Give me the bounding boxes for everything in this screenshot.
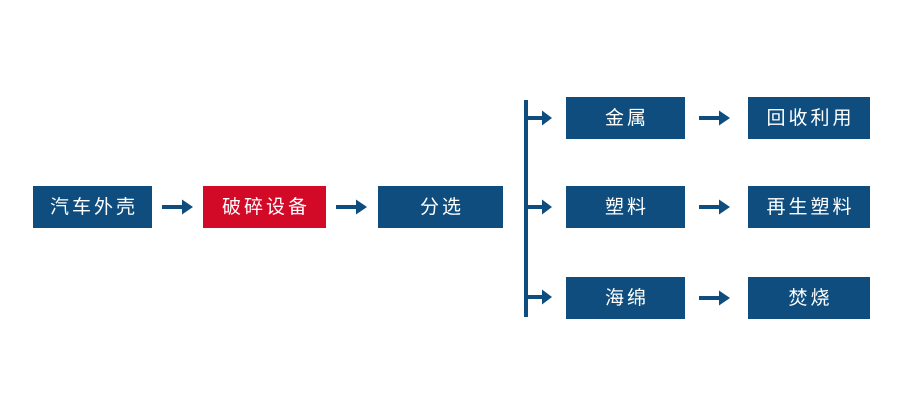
branch-arrow-plastic xyxy=(527,196,553,218)
arrow-crusher-to-sorting xyxy=(336,196,368,218)
node-crusher-label: 破碎设备 xyxy=(221,196,310,218)
node-car-shell-label: 汽车外壳 xyxy=(49,196,138,218)
arrow-shell-to-crusher xyxy=(162,196,194,218)
node-sorting-label: 分选 xyxy=(419,196,464,218)
node-incineration[interactable]: 焚烧 xyxy=(748,277,870,319)
node-recycle-reuse-label: 回收利用 xyxy=(766,107,855,129)
node-incineration-label: 焚烧 xyxy=(788,287,833,309)
node-metal-label: 金属 xyxy=(604,107,649,129)
branch-arrow-metal xyxy=(527,107,553,129)
split-bus-line xyxy=(524,100,528,317)
arrow-sponge-to-incinerate xyxy=(699,287,731,309)
arrow-metal-to-recycle xyxy=(699,107,731,129)
node-regenerated-plastic[interactable]: 再生塑料 xyxy=(748,186,870,228)
node-recycle-reuse[interactable]: 回收利用 xyxy=(748,97,870,139)
branch-arrow-sponge xyxy=(527,286,553,308)
node-sponge-label: 海绵 xyxy=(604,287,649,309)
node-metal[interactable]: 金属 xyxy=(566,97,685,139)
node-regenerated-plastic-label: 再生塑料 xyxy=(766,196,855,218)
node-sponge[interactable]: 海绵 xyxy=(566,277,685,319)
node-plastic-label: 塑料 xyxy=(604,196,649,218)
node-crusher[interactable]: 破碎设备 xyxy=(203,186,326,228)
node-sorting[interactable]: 分选 xyxy=(378,186,503,228)
node-car-shell[interactable]: 汽车外壳 xyxy=(33,186,152,228)
node-plastic[interactable]: 塑料 xyxy=(566,186,685,228)
arrow-plastic-to-regen xyxy=(699,196,731,218)
